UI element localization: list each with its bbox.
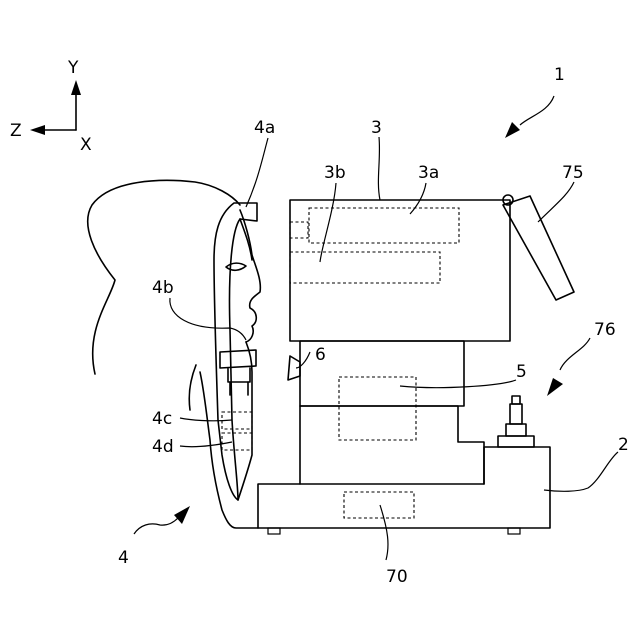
drive-4d-box [222,433,252,450]
patient-eye-icon [226,263,246,270]
label-3a: 3a [418,163,439,183]
label-3b: 3b [324,163,346,183]
label-4b: 4b [152,278,174,298]
axis-z-label: Z [10,121,22,141]
label-4d: 4d [152,437,174,457]
y-arrow-icon [71,80,81,95]
leader-3b [320,183,336,262]
z-arrow-icon [30,125,45,135]
axis-y-label: Y [67,58,79,78]
label-4: 4 [118,548,129,568]
measurement-unit-body [290,200,510,341]
leader-3 [378,137,380,200]
base-foot-right [508,528,520,534]
label-5: 5 [516,362,527,382]
ref-arrow-76 [547,338,590,396]
label-76: 76 [594,320,616,340]
ref-arrow-4 [134,506,190,534]
base-foot-left [268,528,280,534]
label-6: 6 [315,345,326,365]
coordinate-axes [30,80,81,135]
label-4a: 4a [254,118,275,138]
label-75: 75 [562,163,584,183]
controller-70-box [344,492,414,518]
leader-4b [170,298,246,340]
label-3: 3 [371,118,382,138]
window-box [290,222,308,238]
arrow-1-head-icon [505,122,520,138]
leader-75 [538,182,574,222]
leader-5 [400,380,516,388]
axis-x-label: X [80,135,92,155]
joystick [498,396,534,447]
label-70: 70 [386,567,408,587]
display-75 [503,196,574,300]
patient-neck [189,365,196,410]
label-4c: 4c [152,409,172,429]
leader-3a [410,183,426,214]
leader-4c [180,418,232,421]
leader-4a [246,138,268,207]
ref-arrow-1 [505,96,554,138]
arrow-4-head-icon [174,506,190,524]
base-body [258,447,550,528]
leader-2 [544,452,618,491]
optics-3b-box [290,252,440,283]
chin-rest-post [230,382,248,395]
arrow-76-head-icon [547,378,563,396]
leader-70 [380,505,388,560]
label-2: 2 [618,435,629,455]
drive-unit-lower [300,406,484,484]
leader-4d [180,442,232,447]
patient-face-profile [240,210,260,342]
face-support-front [238,219,252,500]
label-1: 1 [554,65,565,85]
